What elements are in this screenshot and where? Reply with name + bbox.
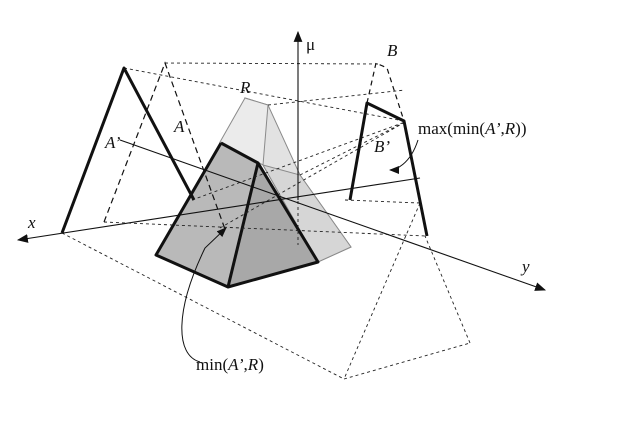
x-axis-line — [16, 177, 421, 243]
guide-diag-upper2 — [299, 121, 406, 176]
label-y-axis: y — [520, 257, 530, 276]
label-x-axis: x — [27, 213, 36, 232]
set-B-dashed — [366, 62, 405, 122]
set-A-outline — [103, 61, 227, 233]
y-axis-line — [119, 139, 547, 291]
set-B-outline — [366, 62, 405, 122]
label-max-expression: max(min(A’,R)) — [418, 119, 526, 138]
pointer-to-min — [181, 227, 227, 363]
min-left-face — [156, 143, 258, 287]
min-outline — [154, 141, 320, 289]
dashed-guides — [61, 62, 471, 380]
label-A-prime: A’ — [104, 133, 121, 152]
guide-rect-top — [344, 199, 421, 204]
set-A-prime — [60, 66, 196, 234]
pointer-to-B-prime — [389, 139, 419, 174]
label-A: A — [173, 117, 185, 136]
label-R: R — [239, 78, 251, 97]
label-min-expression: min(A’,R) — [196, 355, 264, 374]
guide-diag-upper — [267, 89, 406, 106]
guide-rect-left — [343, 202, 421, 380]
min-front-edge — [226, 162, 260, 288]
label-B: B — [387, 41, 398, 60]
guide-base-left — [61, 232, 345, 380]
axes — [16, 30, 547, 291]
guide-mid — [191, 121, 406, 201]
guide-base-right2 — [424, 235, 471, 344]
set-B-prime — [348, 101, 429, 237]
label-B-prime: B’ — [374, 137, 390, 156]
guide-base-right — [343, 342, 471, 380]
guide-a-top2 — [164, 62, 381, 65]
label-mu-axis: μ — [306, 35, 315, 54]
min-A-prime-R-solid — [154, 141, 320, 289]
set-A-dashed — [103, 61, 227, 233]
